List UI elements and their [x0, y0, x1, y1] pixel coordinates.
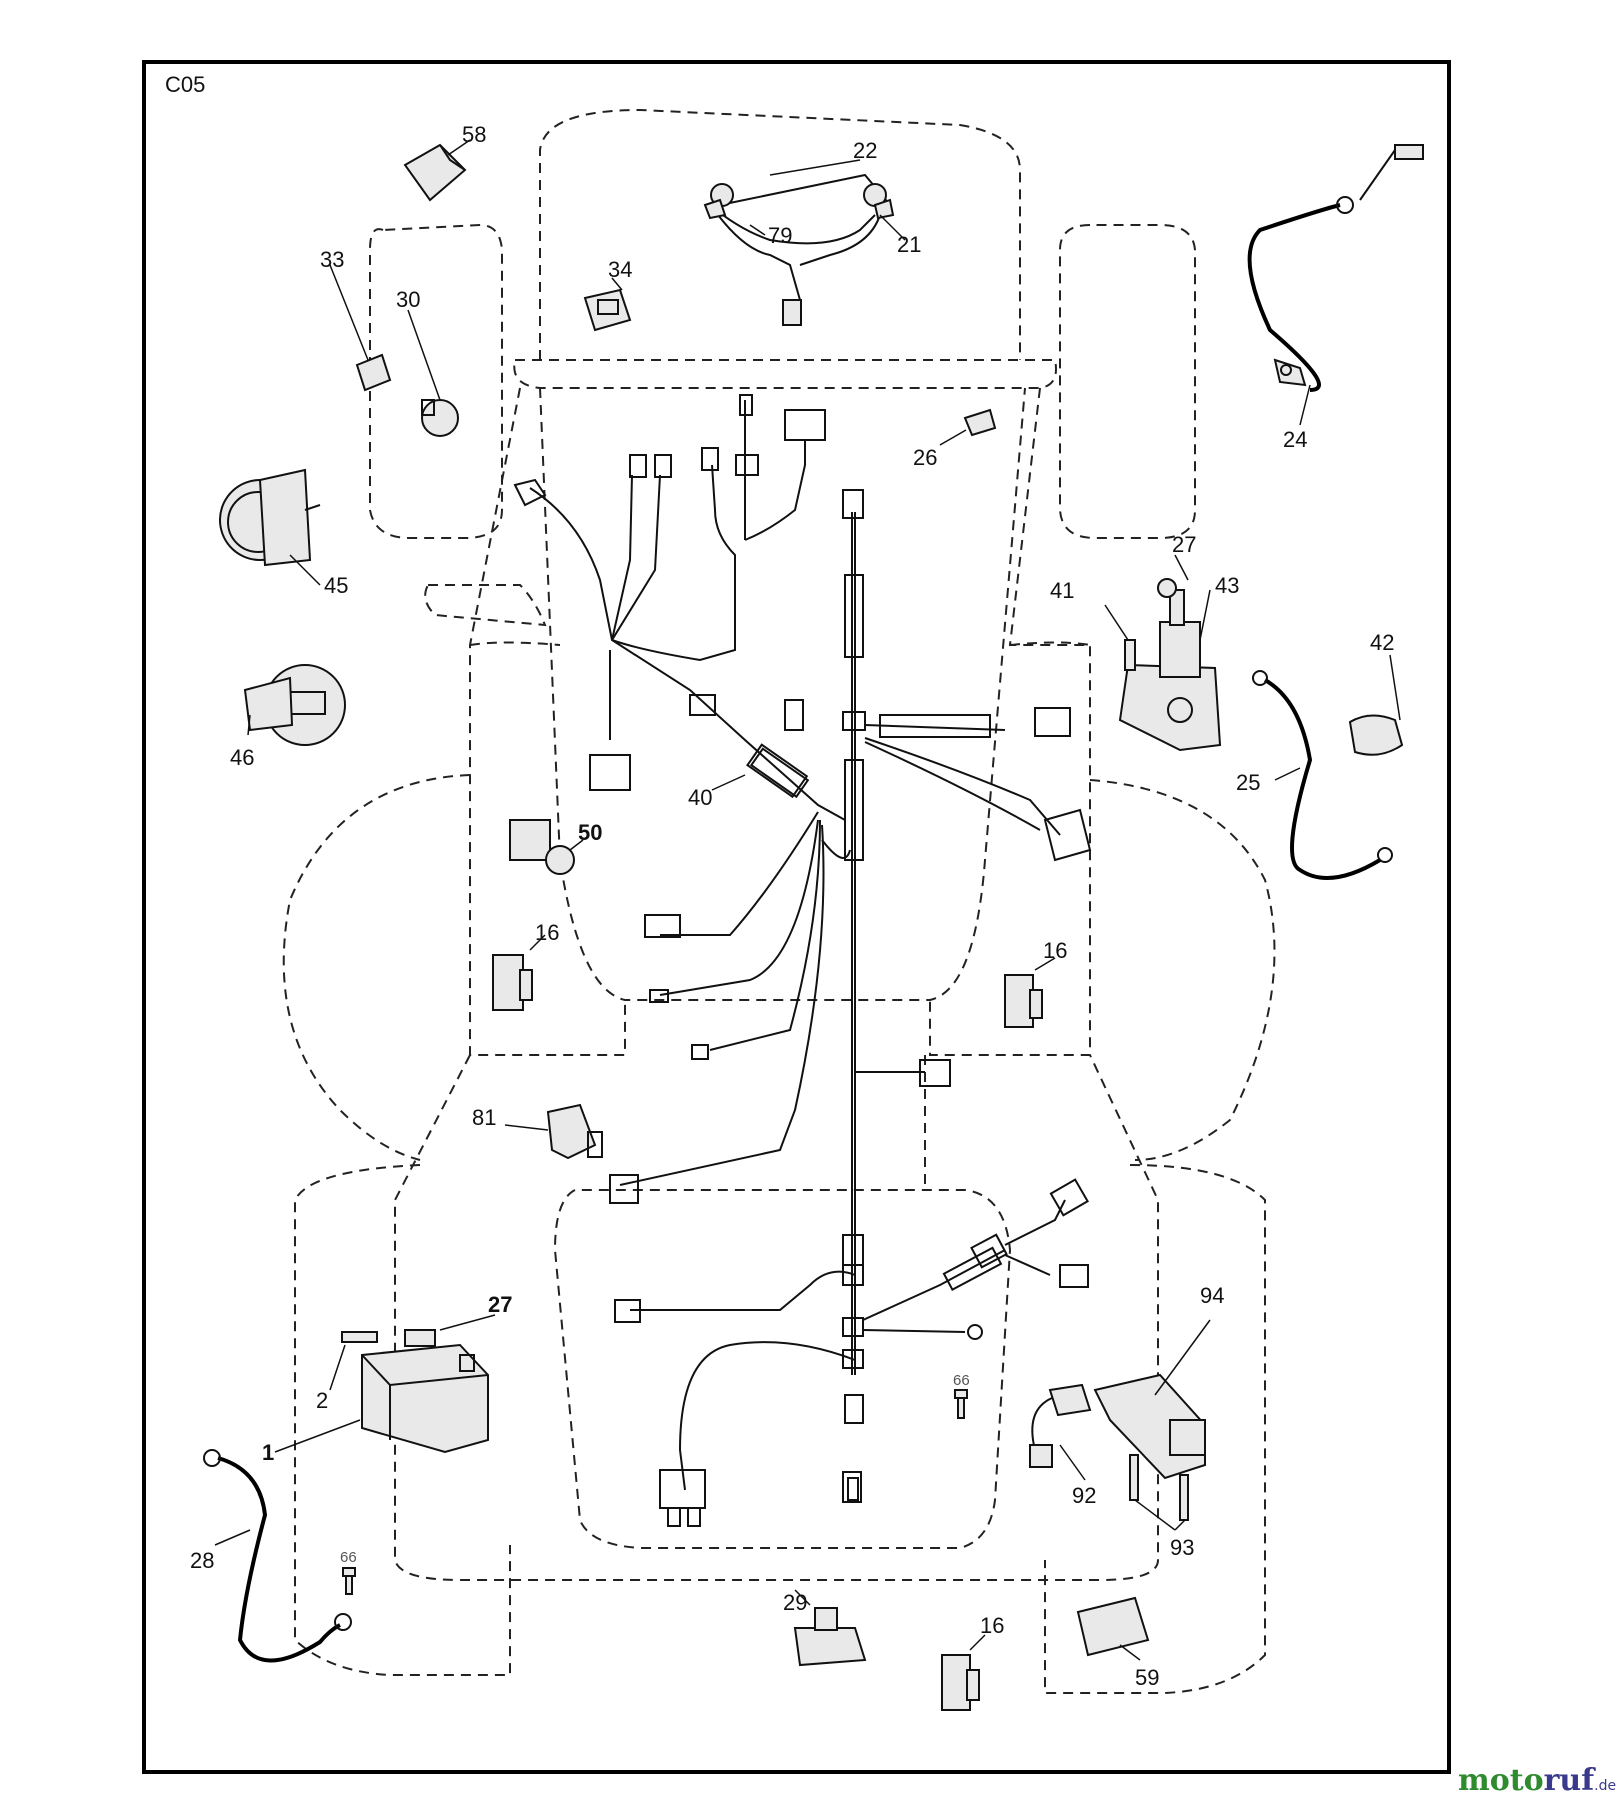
label-92: 92 — [1072, 1483, 1096, 1508]
part-labels: 58 22 79 21 34 33 30 24 26 45 27 41 43 4… — [190, 122, 1394, 1690]
part-43-solenoid — [1118, 554, 1222, 752]
part-1-battery — [274, 1343, 489, 1454]
part-34-switch — [583, 277, 632, 332]
part-24-cable — [1247, 144, 1424, 426]
part-2-bolt — [329, 1331, 378, 1391]
part-59-module — [1076, 1596, 1150, 1661]
label-93: 93 — [1170, 1535, 1194, 1560]
label-1: 1 — [262, 1440, 274, 1465]
diagram-frame — [142, 60, 1451, 1774]
part-16-switch-right — [1004, 957, 1056, 1028]
part-40-fuse-holder — [711, 743, 809, 799]
label-25: 25 — [1236, 770, 1260, 795]
part-25-cable — [1252, 670, 1393, 880]
part-94-switch-assembly — [1093, 1319, 1211, 1480]
wiring-harness — [513, 394, 1092, 1527]
label-42: 42 — [1370, 630, 1394, 655]
label-16-bottom: 16 — [980, 1613, 1004, 1638]
label-40: 40 — [688, 785, 712, 810]
label-16-left: 16 — [535, 920, 559, 945]
label-26: 26 — [913, 445, 937, 470]
part-16-switch-bottom — [941, 1634, 986, 1711]
part-45-hour-meter — [219, 468, 321, 586]
label-34: 34 — [608, 257, 632, 282]
label-46: 46 — [230, 745, 254, 770]
label-24: 24 — [1283, 427, 1307, 452]
part-16-switch-left — [492, 934, 546, 1011]
label-33: 33 — [320, 247, 344, 272]
part-42 — [1348, 654, 1404, 756]
label-94: 94 — [1200, 1283, 1224, 1308]
label-16-right: 16 — [1043, 938, 1067, 963]
part-26 — [939, 408, 997, 446]
part-92-connector — [1029, 1383, 1092, 1481]
label-50: 50 — [578, 820, 602, 845]
part-22-headlight-harness — [703, 159, 906, 326]
label-66-right: 66 — [953, 1372, 970, 1389]
label-2: 2 — [316, 1388, 328, 1413]
label-58: 58 — [462, 122, 486, 147]
part-81-relay — [504, 1103, 603, 1160]
label-45: 45 — [324, 573, 348, 598]
tractor-outline — [282, 108, 1276, 1694]
part-33-key — [329, 264, 392, 392]
svg-text:motoruf.de: motoruf.de — [1458, 1763, 1616, 1798]
part-50-switch — [509, 819, 584, 875]
part-41-bolt — [1104, 604, 1136, 671]
label-27-top: 27 — [1172, 532, 1196, 557]
label-79: 79 — [768, 223, 792, 248]
label-22: 22 — [853, 138, 877, 163]
label-41: 41 — [1050, 578, 1074, 603]
label-66-left: 66 — [340, 1549, 357, 1566]
part-58 — [403, 139, 471, 202]
part-66-screw-right — [954, 1389, 968, 1419]
watermark-logo: motoruf.de — [1458, 1763, 1616, 1798]
label-28: 28 — [190, 1548, 214, 1573]
part-46-meter — [243, 664, 346, 746]
part-93-screws — [1129, 1454, 1189, 1531]
label-21: 21 — [897, 232, 921, 257]
label-59: 59 — [1135, 1665, 1159, 1690]
part-66-screw-left — [342, 1567, 356, 1595]
part-28-cable — [203, 1449, 352, 1663]
part-27-nut — [404, 1314, 496, 1347]
part-29-switch — [793, 1589, 867, 1667]
label-30: 30 — [396, 287, 420, 312]
label-81: 81 — [472, 1105, 496, 1130]
diagram-code: C05 — [165, 72, 205, 97]
label-43: 43 — [1215, 573, 1239, 598]
label-29: 29 — [783, 1590, 807, 1615]
part-30-ignition — [407, 309, 459, 437]
label-27-bottom: 27 — [488, 1292, 512, 1317]
